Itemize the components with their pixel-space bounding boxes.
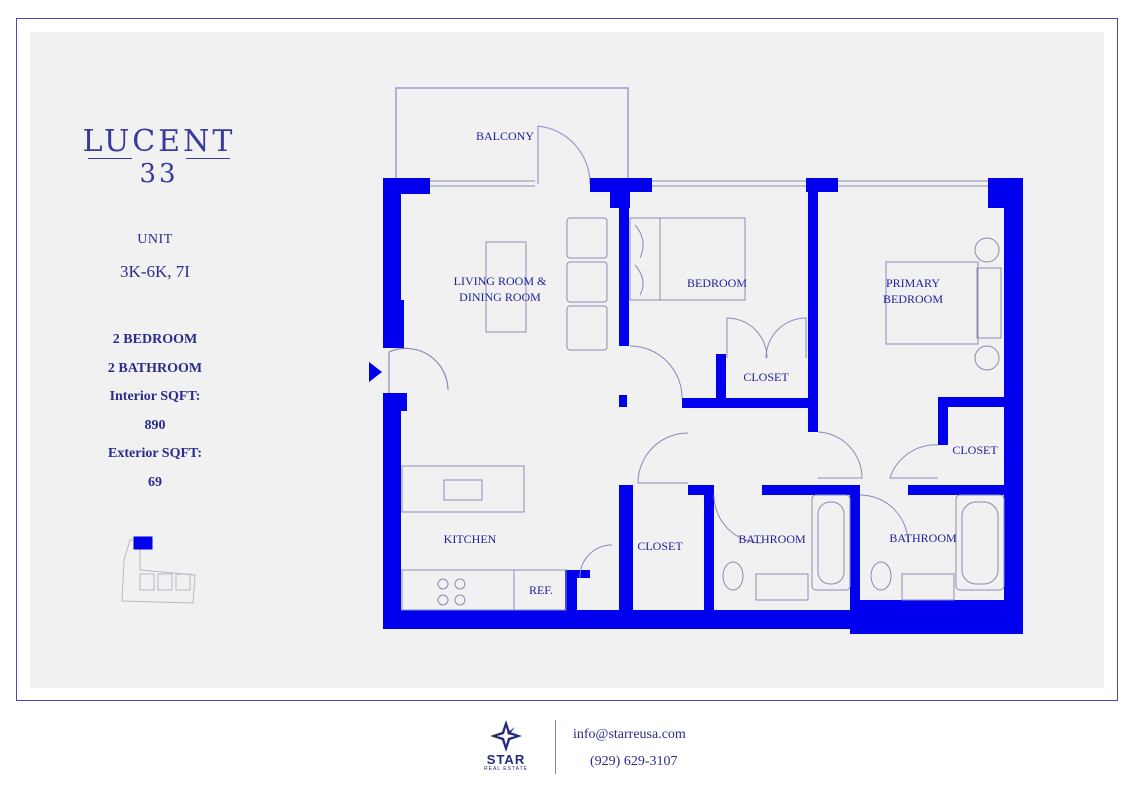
balcony-area xyxy=(395,87,629,182)
bathroom-count: 2 BATHROOM xyxy=(107,360,203,376)
interior-sqft-value: 890 xyxy=(144,417,166,433)
unit-location-marker xyxy=(133,536,153,550)
primary-bedroom-label-line2: BEDROOM xyxy=(883,292,943,306)
building-number: 33 xyxy=(80,158,238,188)
hall-closet-label: CLOSET xyxy=(637,539,683,553)
contact-email-link[interactable]: info@starreusa.com xyxy=(573,727,686,742)
primary-closet-label: CLOSET xyxy=(952,443,998,457)
unit-specs: 2 BEDROOM 2 BATHROOM Interior SQFT: 890 … xyxy=(80,326,230,497)
bedroom-count: 2 BEDROOM xyxy=(112,332,198,347)
sofa xyxy=(566,217,608,259)
entry-door xyxy=(388,347,449,393)
unit-value: 3K-6K, 7I xyxy=(120,262,190,281)
windows xyxy=(430,180,988,187)
kitchen-island xyxy=(401,465,525,513)
balcony-label: BALCONY xyxy=(476,129,534,143)
building-logo: LUCENT 33 xyxy=(80,124,238,188)
bed xyxy=(629,217,746,301)
primary-bedroom-label-line1: PRIMARY xyxy=(886,276,940,290)
fixtures xyxy=(401,217,1005,611)
exterior-sqft-value: 69 xyxy=(148,474,162,490)
star-logo-word: STAR xyxy=(486,752,526,767)
entry-arrow-icon xyxy=(369,362,382,382)
living-room-label-line1: LIVING ROOM & xyxy=(454,274,547,288)
bedroom-label: BEDROOM xyxy=(687,276,747,290)
exterior-sqft-label: Exterior SQFT: xyxy=(108,446,202,461)
key-plan xyxy=(121,536,196,604)
contact-phone-link[interactable]: (929) 629-3107 xyxy=(590,754,678,769)
primary-bed xyxy=(885,261,979,345)
walls xyxy=(383,178,1023,634)
dining-table xyxy=(485,241,527,333)
star-logo-subtitle: REAL ESTATE xyxy=(484,766,528,772)
living-room-label-line2: DINING ROOM xyxy=(459,290,541,304)
refrigerator-label: REF. xyxy=(529,583,553,597)
kitchen-label: KITCHEN xyxy=(444,532,497,546)
interior-sqft-label: Interior SQFT: xyxy=(109,389,201,404)
star-logo-icon xyxy=(490,720,522,752)
building-name: LUCENT xyxy=(82,124,236,159)
unit-label: UNIT xyxy=(137,232,173,247)
bathroom-2-label: BATHROOM xyxy=(889,531,957,545)
bedroom-closet-label: CLOSET xyxy=(743,370,789,384)
balcony-door xyxy=(537,125,591,185)
bathroom-1-label: BATHROOM xyxy=(738,532,806,546)
footer-divider xyxy=(555,720,556,774)
